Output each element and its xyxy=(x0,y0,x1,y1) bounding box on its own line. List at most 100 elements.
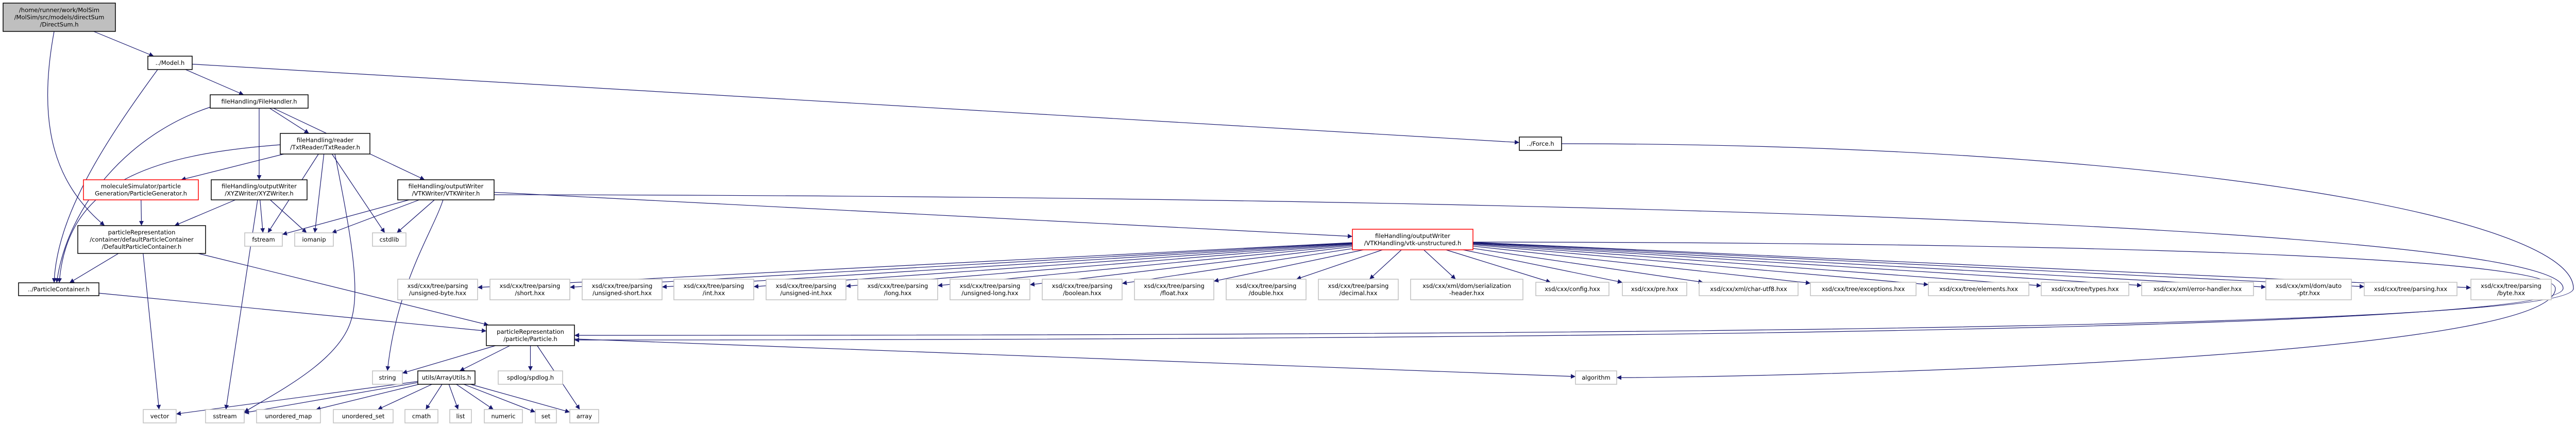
node-label: xsd/cxx/tree/parsing xyxy=(2481,282,2541,289)
node-label: xsd/cxx/tree/parsing xyxy=(592,282,653,289)
edge-model-to-filehandler xyxy=(185,69,244,95)
node-box xyxy=(950,279,1030,300)
edge-model-to-force xyxy=(192,63,1520,145)
node-box xyxy=(1928,282,2029,296)
node-label: spdlog/spdlog.h xyxy=(507,374,554,381)
edge-txtreader-to-iomanip xyxy=(313,154,325,233)
node-txtreader[interactable]: fileHandling/reader/TxtReader/TxtReader.… xyxy=(280,133,370,155)
node-vtkwriter[interactable]: fileHandling/outputWriter/VTKWriter/VTKW… xyxy=(397,179,495,200)
edge-arrayutils-to-umap xyxy=(315,384,419,411)
node-label: /home/runner/work/MolSim xyxy=(19,7,99,14)
node-label: xsd/cxx/tree/parsing xyxy=(500,282,561,289)
node-exceptions: xsd/cxx/tree/exceptions.hxx xyxy=(1810,282,1917,296)
edge-filehandler-to-pc xyxy=(55,107,211,283)
node-box xyxy=(294,232,334,247)
edge-vtkwriter-to-vtku xyxy=(494,192,1353,239)
edge-vtku-to-decimal xyxy=(1369,249,1402,280)
node-box xyxy=(256,409,321,423)
node-label: xsd/cxx/tree/parsing xyxy=(684,282,744,289)
node-uint: xsd/cxx/tree/parsing/unsigned-int.hxx xyxy=(766,279,846,300)
node-label: /VTKWriter/VTKWriter.h xyxy=(412,190,480,197)
node-box xyxy=(211,179,308,200)
node-label: array xyxy=(577,413,592,420)
node-label: /unsigned-short.hxx xyxy=(592,289,652,297)
node-box xyxy=(147,56,193,70)
node-label: /byte.hxx xyxy=(2497,289,2525,297)
node-model[interactable]: ../Model.h xyxy=(147,56,193,70)
node-label: /container/defaultParticleContainer xyxy=(90,236,194,243)
edge-particle-to-string xyxy=(402,345,496,374)
node-box xyxy=(2141,282,2254,296)
node-box xyxy=(486,325,575,346)
node-directsum[interactable]: /home/runner/work/MolSim/MolSim/src/mode… xyxy=(3,3,116,32)
node-label: fileHandling/FileHandler.h xyxy=(221,98,297,105)
node-xyzwriter[interactable]: fileHandling/outputWriter/XYZWriter/XYZW… xyxy=(211,179,308,200)
node-box xyxy=(582,279,663,300)
edge-vtkwriter-to-iomanip xyxy=(331,199,420,234)
node-label: fstream xyxy=(252,236,275,243)
node-box xyxy=(484,409,523,423)
edge-vtku-to-algorithm xyxy=(1472,242,2556,380)
node-vtku[interactable]: fileHandling/outputWriter/VTKHandling/vt… xyxy=(1352,229,1473,250)
node-label: xsd/cxx/tree/parsing xyxy=(1236,282,1297,289)
node-box xyxy=(333,409,394,423)
edge-arrayutils-to-list xyxy=(448,384,459,410)
node-label: xsd/cxx/tree/parsing xyxy=(1328,282,1389,289)
edge-dpc-to-pc xyxy=(69,253,119,283)
edge-arrayutils-to-vector xyxy=(176,381,418,416)
node-box xyxy=(857,279,938,300)
node-box xyxy=(372,232,406,247)
node-box xyxy=(143,409,177,423)
node-box xyxy=(210,94,309,109)
node-label: /unsigned-byte.hxx xyxy=(409,289,466,297)
node-particlegen[interactable]: moleculeSimulator/particleGeneration/Par… xyxy=(83,179,199,200)
node-box xyxy=(397,279,478,300)
node-force[interactable]: ../Force.h xyxy=(1519,137,1562,151)
edge-vtku-to-double xyxy=(1296,249,1383,280)
node-boolean: xsd/cxx/tree/parsing/boolean.hxx xyxy=(1042,279,1123,300)
node-ushort: xsd/cxx/tree/parsing/unsigned-short.hxx xyxy=(582,279,663,300)
edge-dpc-to-particle xyxy=(198,253,489,327)
node-box xyxy=(498,370,563,385)
node-float: xsd/cxx/tree/parsing/float.hxx xyxy=(1134,279,1214,300)
node-box xyxy=(1318,279,1399,300)
edge-vtku-to-int xyxy=(753,243,1353,289)
edge-vtku-to-parsing xyxy=(1472,242,2365,289)
node-short: xsd/cxx/tree/parsing/short.hxx xyxy=(489,279,570,300)
node-cstdlib: cstdlib xyxy=(372,232,406,247)
node-particle[interactable]: particleRepresentation/particle/Particle… xyxy=(486,325,575,346)
edge-arrayutils-to-numeric xyxy=(456,384,494,410)
node-pc[interactable]: ../ParticleContainer.h xyxy=(18,282,99,296)
node-label: vector xyxy=(150,413,170,420)
node-box xyxy=(449,409,472,423)
node-filehandler[interactable]: fileHandling/FileHandler.h xyxy=(210,94,309,109)
node-label: /float.hxx xyxy=(1160,289,1188,297)
node-label: moleculeSimulator/particle xyxy=(101,183,181,190)
node-list: list xyxy=(449,409,472,423)
node-label: /double.hxx xyxy=(1249,289,1284,297)
node-spdlog: spdlog/spdlog.h xyxy=(498,370,563,385)
edge-xyzwriter-to-sstream xyxy=(224,199,258,410)
node-box xyxy=(2041,282,2129,296)
node-box xyxy=(404,409,438,423)
node-umap: unordered_map xyxy=(256,409,321,423)
edge-particle-to-arrayutils xyxy=(460,345,510,371)
node-label: /DirectSum.h xyxy=(40,21,78,28)
node-label: xsd/cxx/tree/parsing xyxy=(776,282,837,289)
node-label: particleRepresentation xyxy=(108,229,176,236)
edge-vtku-to-exceptions xyxy=(1472,246,1811,285)
node-label: xsd/cxx/tree/elements.hxx xyxy=(1939,285,2018,293)
node-box xyxy=(569,409,599,423)
node-box xyxy=(2470,279,2552,300)
node-label: unordered_set xyxy=(342,413,385,420)
node-arrayutils[interactable]: utils/ArrayUtils.h xyxy=(417,370,476,385)
node-label: xsd/cxx/xml/char-utf8.hxx xyxy=(1710,285,1787,293)
node-config: xsd/cxx/config.hxx xyxy=(1535,282,1609,296)
node-label: list xyxy=(456,413,465,420)
node-label: fileHandling/outputWriter xyxy=(222,183,297,190)
edge-arrayutils-to-set xyxy=(463,384,536,413)
node-dpc[interactable]: particleRepresentation/container/default… xyxy=(77,225,206,254)
node-label: /MolSim/src/models/directSum xyxy=(14,14,105,21)
node-label: particleRepresentation xyxy=(497,328,564,335)
